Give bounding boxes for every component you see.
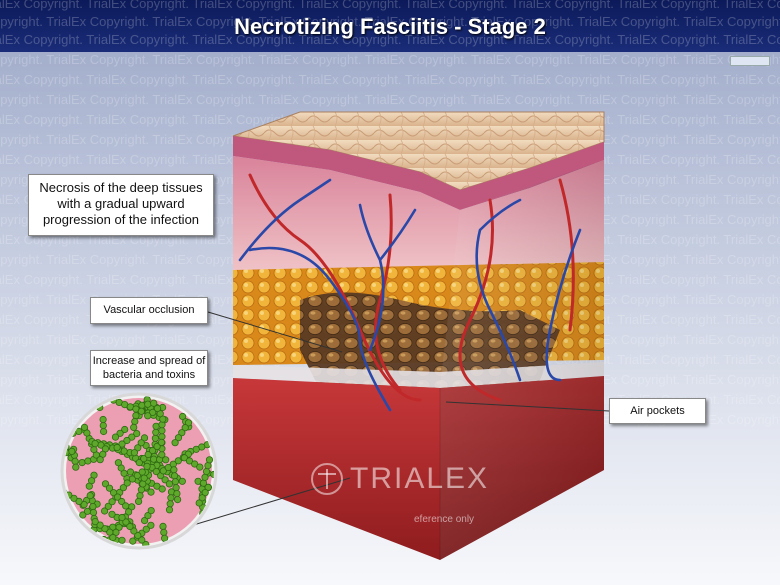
logo-text: TRIALEX [350, 462, 490, 495]
title-bar [0, 0, 780, 52]
callout-necrosis: Necrosis of the deep tissues with a grad… [28, 174, 214, 236]
corner-badge [730, 56, 770, 66]
reference-text: eference only [414, 514, 475, 525]
bacteria-magnified-circle [60, 392, 218, 550]
scales-icon [311, 463, 343, 495]
page-title: Necrotizing Fasciitis - Stage 2 [234, 14, 546, 39]
callout-bacteria-spread: Increase and spread of bacteria and toxi… [90, 350, 208, 386]
callout-air-pockets: Air pockets [609, 398, 706, 424]
callout-vascular-occlusion: Vascular occlusion [90, 297, 208, 324]
trialex-logo: TRIALEX [310, 462, 489, 496]
